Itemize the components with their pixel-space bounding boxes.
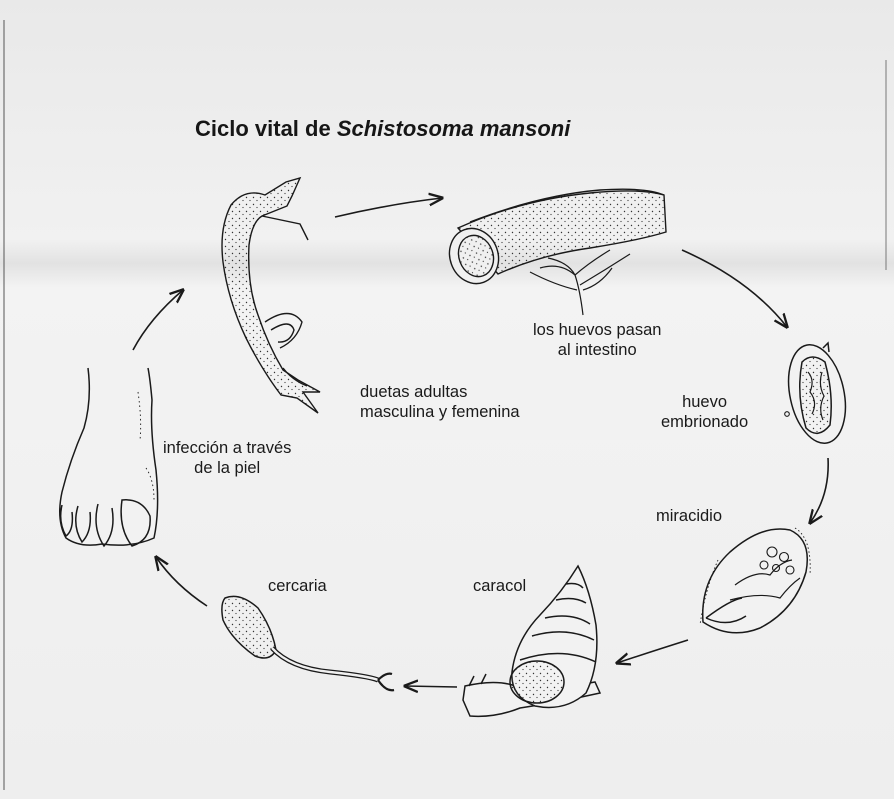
label-line: los huevos pasan <box>533 320 661 340</box>
label-line: embrionado <box>661 412 748 432</box>
arrow-cercaria-to-foot <box>156 557 207 606</box>
intestine-icon <box>442 189 666 315</box>
arrow-snail-to-cercaria <box>405 686 457 687</box>
embryonated-egg-icon <box>780 339 854 448</box>
label-line: masculina y femenina <box>360 402 520 422</box>
arrow-intestine-to-egg <box>682 250 787 327</box>
label-line: huevo <box>661 392 748 412</box>
label-line: caracol <box>473 576 526 596</box>
label-line: duetas adultas <box>360 382 520 402</box>
label-skin-infection: infección a través de la piel <box>163 438 291 478</box>
label-miracidium: miracidio <box>656 506 722 526</box>
label-cercaria: cercaria <box>268 576 327 596</box>
mesenteric-vessels <box>530 250 630 315</box>
label-line: infección a través <box>163 438 291 458</box>
arrow-foot-to-worms <box>133 290 183 350</box>
title-prefix: Ciclo vital de <box>195 116 337 141</box>
arrow-egg-to-miracidium <box>810 458 828 523</box>
arrow-miracidium-to-snail <box>617 640 688 663</box>
title-species: Schistosoma mansoni <box>337 116 571 141</box>
label-adult-worms: duetas adultas masculina y femenina <box>360 382 520 422</box>
label-line: de la piel <box>163 458 291 478</box>
label-line: al intestino <box>533 340 661 360</box>
label-snail: caracol <box>473 576 526 596</box>
adult-worms-icon <box>222 178 320 413</box>
label-intestine: los huevos pasan al intestino <box>533 320 661 360</box>
foot-icon <box>60 368 158 546</box>
label-line: cercaria <box>268 576 327 596</box>
miracidium-icon <box>700 528 810 633</box>
page-title: Ciclo vital de Schistosoma mansoni <box>195 116 570 142</box>
label-egg: huevo embrionado <box>661 392 748 432</box>
label-line: miracidio <box>656 506 722 526</box>
arrow-worms-to-intestine <box>335 198 442 217</box>
cercaria-icon <box>222 596 394 690</box>
